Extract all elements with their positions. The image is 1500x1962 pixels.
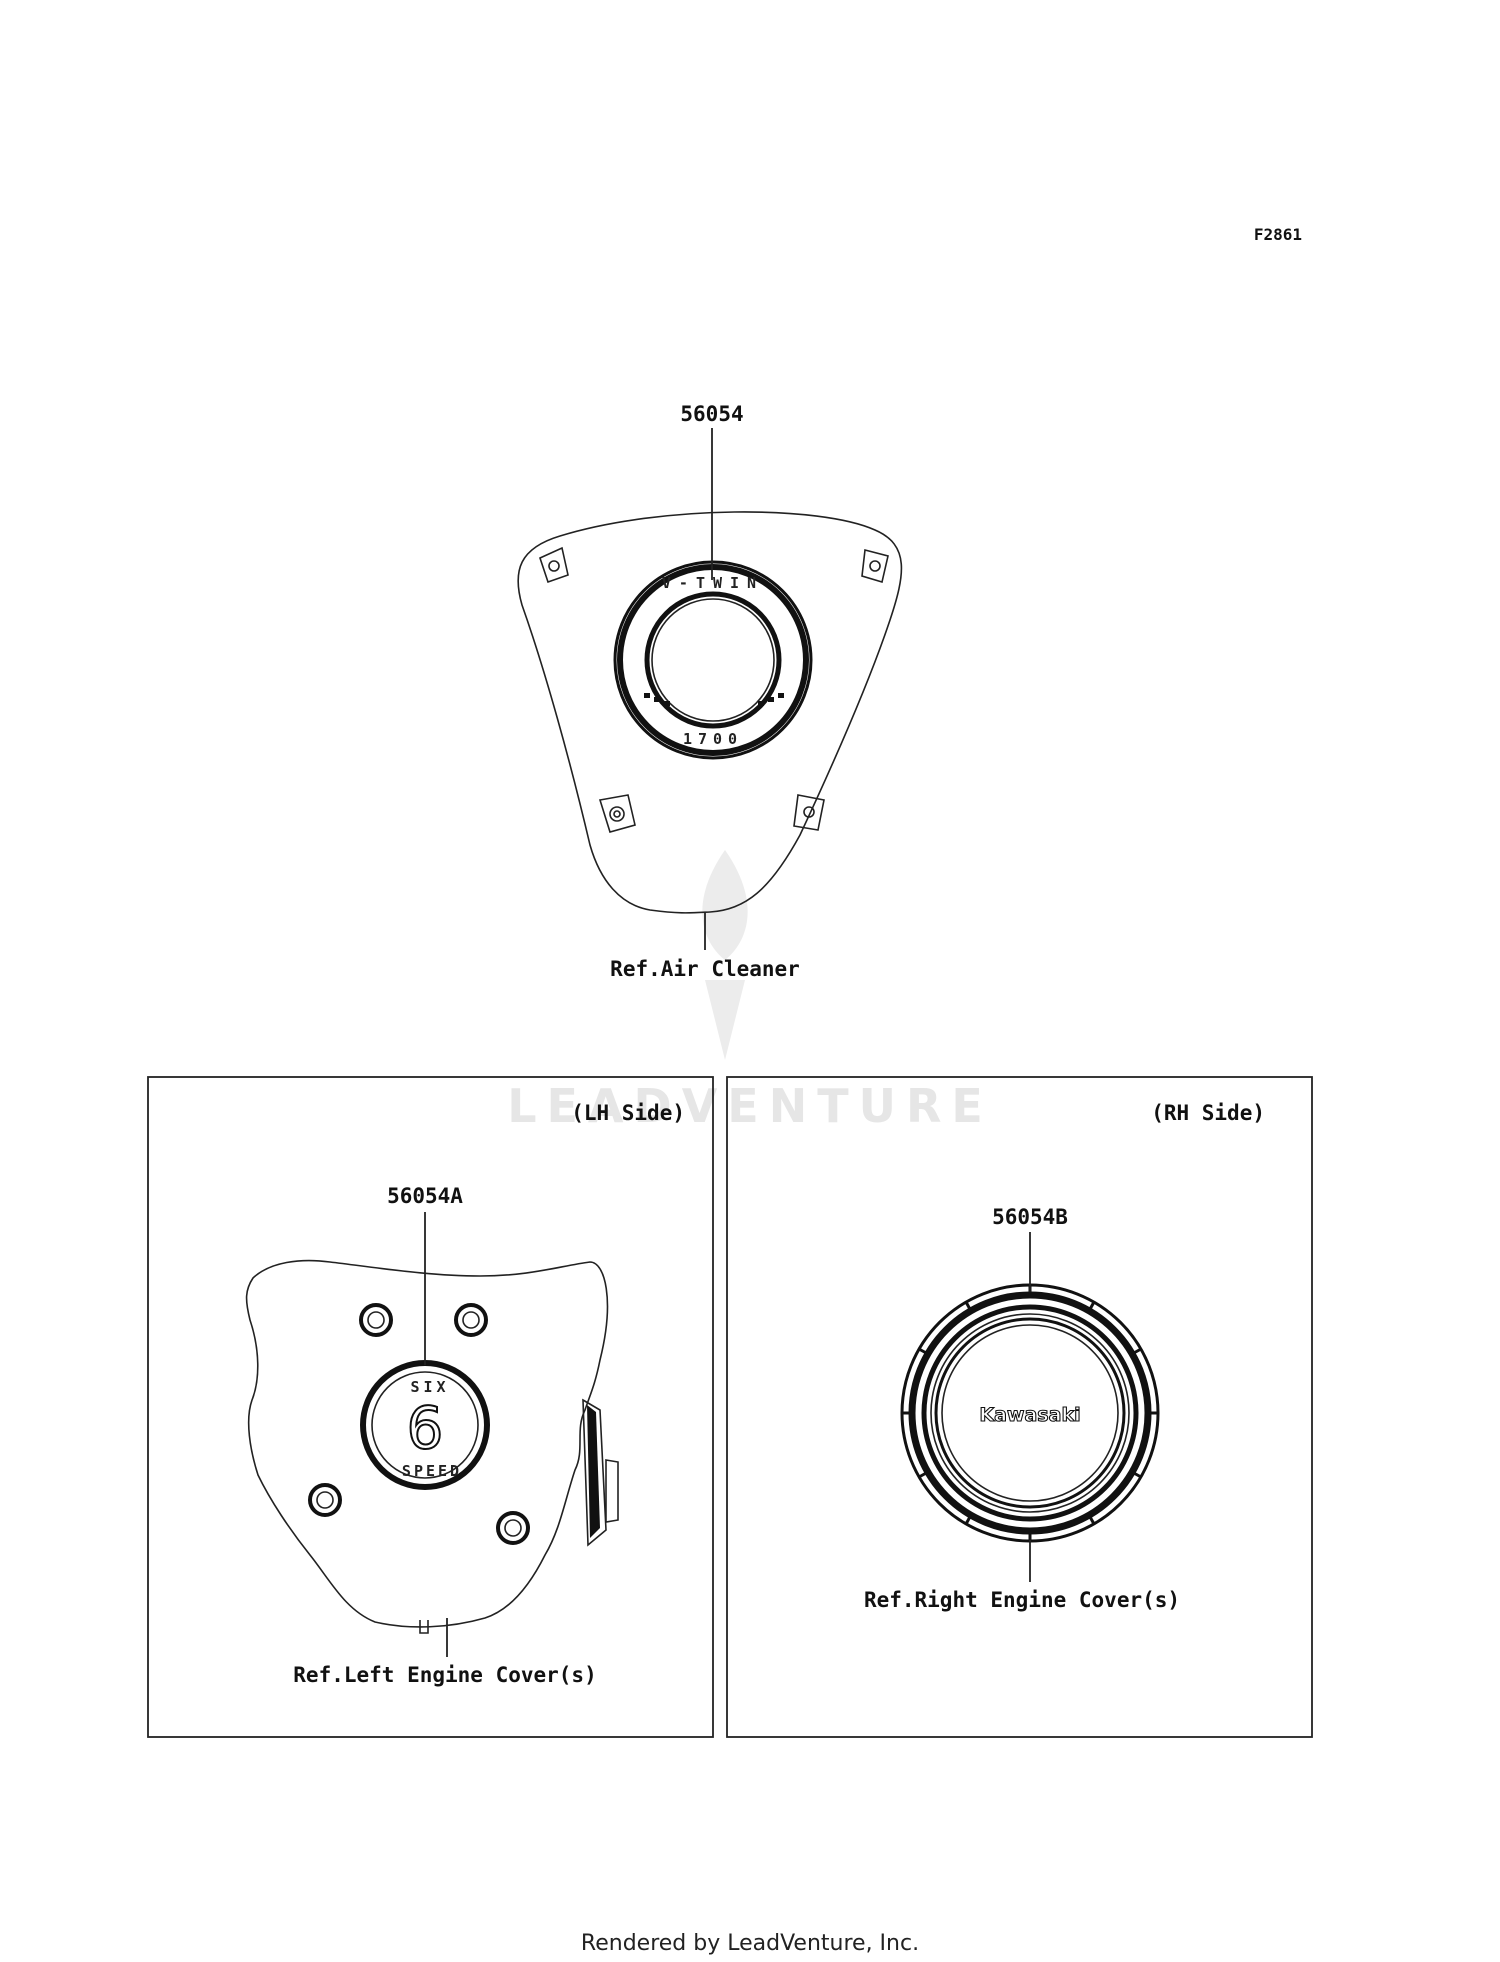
mount-bolt	[598, 794, 636, 833]
emblem-top-text: V-TWIN	[662, 574, 764, 592]
cover-bolt	[496, 1511, 530, 1545]
cover-bolt	[454, 1303, 488, 1337]
part-number-56054[interactable]: 56054	[680, 402, 743, 426]
emblem-center-text: 6	[407, 1394, 444, 1462]
footer-credit: Rendered by LeadVenture, Inc.	[581, 1931, 919, 1956]
cover-ribs	[902, 1285, 1158, 1541]
lh-panel-frame	[147, 1076, 714, 1738]
watermark-text: LEADVENTURE	[507, 1079, 993, 1133]
lh-side-label: (LH Side)	[571, 1101, 685, 1125]
air-cleaner-assembly: V-TWIN 1700 56054 Ref.Air Cleaner	[517, 402, 903, 981]
part-number-56054b[interactable]: 56054B	[992, 1205, 1068, 1229]
mount-bolt	[539, 546, 569, 584]
ref-left-engine-cover-label: Ref.Left Engine Cover(s)	[293, 1663, 596, 1687]
mount-bolt	[793, 794, 825, 831]
watermark: LEADVENTURE	[507, 850, 993, 1133]
v-twin-emblem: V-TWIN 1700	[613, 560, 813, 760]
ref-right-engine-cover-label: Ref.Right Engine Cover(s)	[864, 1588, 1180, 1612]
left-engine-cover-outline	[245, 1259, 609, 1628]
emblem-top-text: SIX	[410, 1378, 449, 1396]
rh-side-panel: (RH Side) 56054B Kawa	[726, 1076, 1313, 1738]
six-speed-emblem: SIX 6 SPEED	[360, 1360, 490, 1490]
ref-air-cleaner-label: Ref.Air Cleaner	[610, 957, 800, 981]
air-cleaner-cover-outline	[517, 511, 903, 914]
rh-side-label: (RH Side)	[1151, 1101, 1265, 1125]
right-engine-cover: Kawasaki	[900, 1283, 1160, 1543]
rh-panel-frame	[726, 1076, 1313, 1738]
emblem-dots	[644, 693, 784, 706]
kawasaki-logo-text: Kawasaki	[979, 1404, 1080, 1426]
emblem-bottom-text: SPEED	[402, 1462, 462, 1480]
side-boss	[582, 1398, 607, 1547]
emblem-bottom-text: 1700	[683, 730, 743, 748]
diagram-code: F2861	[1254, 225, 1302, 244]
watermark-flame-icon	[702, 850, 748, 1060]
cover-bolt	[359, 1303, 393, 1337]
lh-side-panel: (LH Side) 56054A SIX 6 SPEED Ref.Left En…	[147, 1076, 714, 1738]
cover-bolt	[308, 1483, 342, 1517]
part-number-56054a[interactable]: 56054A	[387, 1184, 463, 1208]
side-boss-tab	[605, 1459, 619, 1523]
mount-bolt	[861, 548, 889, 584]
cover-stem	[419, 1620, 429, 1634]
